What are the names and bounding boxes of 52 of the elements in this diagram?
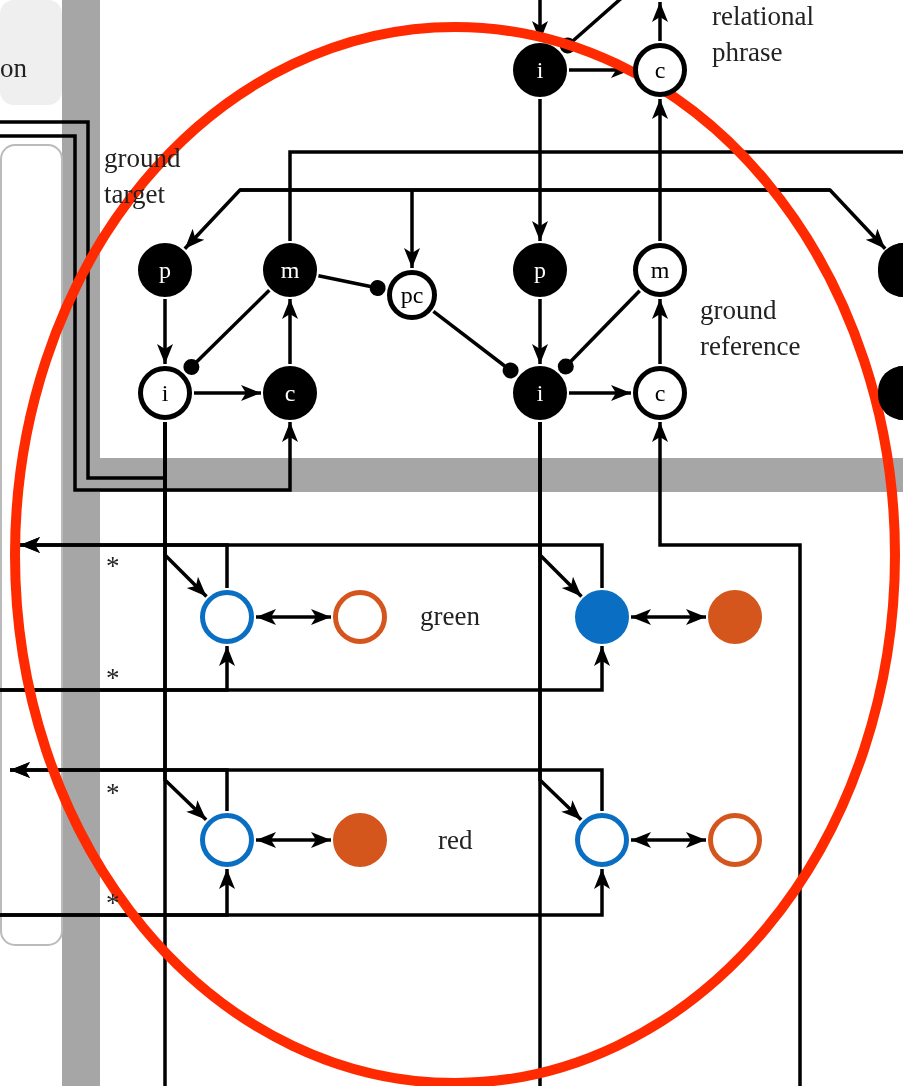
asterisk-mark: * — [106, 662, 121, 695]
neuron-node: p — [138, 243, 192, 297]
row-label: green — [420, 600, 481, 633]
row-label: red — [438, 824, 474, 857]
asterisk-mark: * — [106, 550, 121, 583]
neuron-node: pc — [387, 270, 437, 320]
arrow — [652, 422, 802, 1086]
arrow — [194, 385, 261, 401]
neuron-node: m — [263, 243, 317, 297]
neuron-node: m — [633, 243, 687, 297]
neuron-node: c — [633, 366, 687, 420]
unit-circle — [708, 590, 762, 644]
asterisk-mark: * — [106, 887, 121, 920]
arrow — [404, 190, 420, 268]
arrow — [631, 609, 706, 625]
arrow — [652, 299, 668, 364]
arrow — [0, 646, 610, 692]
arrow — [240, 188, 887, 250]
neuron-node: c — [633, 43, 687, 97]
arrow — [532, 299, 548, 364]
arrow — [282, 299, 298, 364]
unit-circle — [575, 590, 629, 644]
unit-circle — [200, 590, 254, 644]
arrow — [10, 762, 604, 811]
arrow — [652, 2, 668, 41]
neuron-node: c — [263, 366, 317, 420]
arrow — [0, 134, 298, 492]
unit-circle — [575, 813, 629, 867]
unit-circle — [708, 813, 762, 867]
asterisk-mark: * — [106, 777, 121, 810]
group-label: relational phrase — [712, 0, 815, 69]
arrow — [569, 385, 631, 401]
arrow — [652, 99, 668, 241]
arrow — [157, 299, 173, 364]
connector-line — [288, 150, 903, 241]
panel-label: on — [0, 52, 28, 85]
neuron-node: p — [513, 243, 567, 297]
neuron-node: i — [513, 366, 567, 420]
neuron-node: i — [138, 366, 192, 420]
arrow — [20, 537, 604, 588]
arrow — [538, 422, 583, 822]
arrow — [532, 99, 548, 241]
arrow — [631, 832, 706, 848]
neuron-node: i — [513, 43, 567, 97]
arrow — [256, 609, 331, 625]
unit-circle — [333, 813, 387, 867]
arrow — [163, 422, 208, 822]
group-label: ground reference — [700, 294, 802, 363]
arrow — [256, 832, 331, 848]
unit-circle — [200, 813, 254, 867]
unit-circle — [333, 590, 387, 644]
arrow — [0, 869, 610, 917]
